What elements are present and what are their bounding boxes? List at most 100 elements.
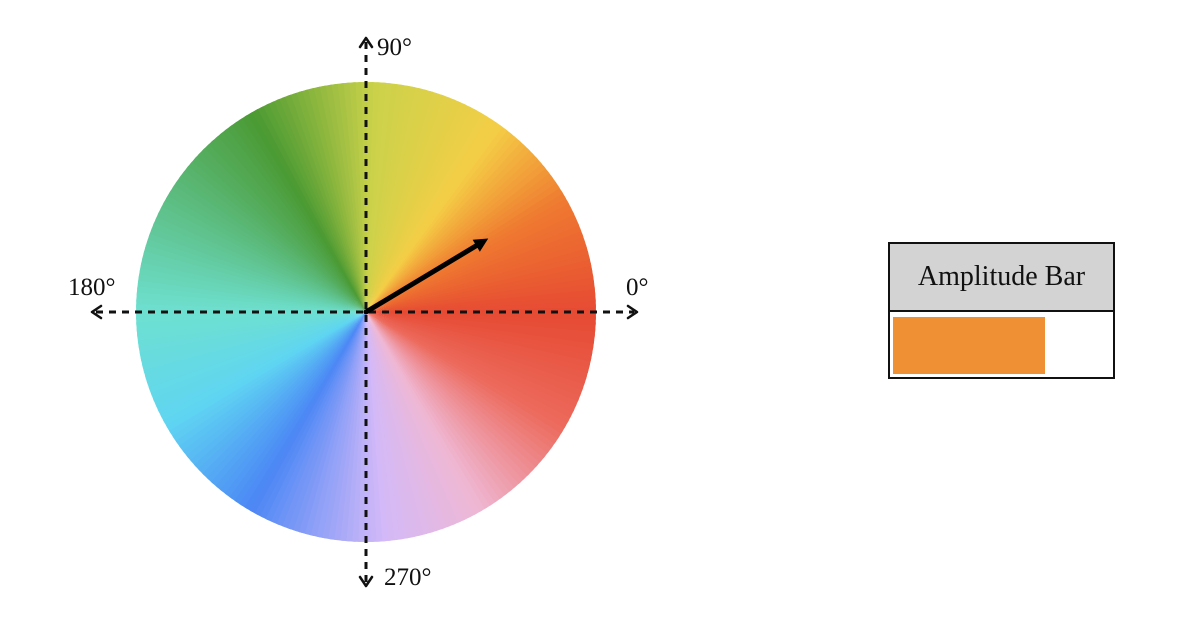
wheel-sector <box>137 262 366 312</box>
wheel-sector <box>366 312 527 486</box>
wheel-sector <box>243 312 366 514</box>
wheel-sector <box>366 84 422 313</box>
wheel-sector <box>366 83 416 312</box>
angle-label-90: 90° <box>377 34 412 61</box>
wheel-sector <box>366 87 434 313</box>
wheel-sector <box>366 86 428 312</box>
wheel-sector <box>366 312 532 482</box>
wheel-sector <box>184 160 366 312</box>
wheel-sector <box>334 312 366 542</box>
wheel-sector <box>316 312 366 541</box>
wheel-sector <box>292 312 366 535</box>
wheel-sector <box>214 312 366 494</box>
wheel-sector <box>253 312 366 520</box>
wheel-sector <box>366 312 562 445</box>
wheel-sector <box>223 312 366 501</box>
wheel-sector <box>366 312 548 464</box>
wheel-sector <box>136 292 366 312</box>
wheel-sector <box>140 250 366 312</box>
wheel-sector <box>366 82 410 312</box>
wheel-sector <box>366 130 518 312</box>
wheel-sector <box>328 312 366 542</box>
wheel-sector <box>214 130 366 312</box>
wheel-sector <box>146 227 366 312</box>
wheel-sector <box>366 312 594 368</box>
wheel-sector <box>366 97 462 312</box>
wheel-sector <box>366 134 523 312</box>
wheel-sector <box>366 138 527 312</box>
wheel-sector <box>366 146 536 312</box>
wheel-sector <box>366 155 544 312</box>
wheel-sector <box>366 312 596 344</box>
wheel-sector <box>155 205 366 312</box>
wheel-sector <box>151 216 366 312</box>
wheel-sector <box>366 312 574 425</box>
wheel-sector <box>180 312 366 460</box>
wheel-sector <box>196 146 366 312</box>
wheel-sector <box>366 312 559 450</box>
wheel-sector <box>264 312 366 525</box>
amplitude-bar-fill <box>893 317 1045 374</box>
wheel-sector <box>366 312 596 332</box>
wheel-sector <box>366 90 445 312</box>
wheel-sector <box>281 312 366 532</box>
wheel-sector <box>366 160 548 312</box>
wheel-sector <box>366 312 555 455</box>
wheel-sector <box>366 107 484 312</box>
wheel-sector <box>366 110 489 312</box>
up-arrowhead-icon <box>358 36 374 49</box>
wheel-sector <box>366 312 581 408</box>
wheel-sector <box>188 155 366 312</box>
wheel-sector <box>136 280 366 312</box>
wheel-sector <box>322 312 366 542</box>
wheel-sector <box>366 312 523 490</box>
wheel-sector <box>259 312 366 523</box>
wheel-sector <box>366 312 536 478</box>
wheel-sector <box>228 312 366 505</box>
wheel-sector <box>366 104 479 312</box>
angle-label-180: 180° <box>68 274 116 301</box>
wheel-sector <box>177 169 366 312</box>
wheel-sector <box>366 312 568 435</box>
wheel-sector <box>366 312 544 469</box>
down-arrowhead-icon <box>358 575 374 588</box>
wheel-sector <box>366 82 404 312</box>
amplitude-bar-panel: Amplitude Bar <box>888 242 1115 379</box>
wheel-sector <box>366 312 552 460</box>
wheel-sector <box>366 82 398 312</box>
wheel-sector <box>136 286 366 312</box>
amplitude-bar-track <box>893 317 1110 374</box>
wheel-sector <box>161 194 366 312</box>
wheel-sector <box>184 312 366 464</box>
wheel-sector <box>366 89 440 312</box>
wheel-sector <box>366 312 584 403</box>
wheel-sector <box>366 99 468 313</box>
wheel-sector <box>218 126 366 313</box>
wheel-sector <box>366 312 588 391</box>
wheel-sector <box>196 312 366 478</box>
wheel-sector <box>205 138 366 312</box>
wheel-sector <box>200 142 366 312</box>
wheel-sector <box>366 312 579 414</box>
wheel-sector <box>310 312 366 540</box>
wheel-sector <box>366 312 514 498</box>
wheel-sector <box>188 312 366 469</box>
wheel-sector <box>143 238 366 312</box>
wheel-sector <box>180 164 366 312</box>
wheel-sector <box>209 312 366 490</box>
wheel-sector <box>366 312 596 350</box>
wheel-sector <box>366 312 596 338</box>
wheel-sector <box>148 221 366 312</box>
wheel-sector <box>153 210 366 312</box>
wheel-sector <box>366 116 499 312</box>
wheel-sector <box>366 119 504 312</box>
wheel-sector <box>192 312 366 473</box>
wheel-sector <box>366 312 589 386</box>
wheel-sector <box>366 82 392 312</box>
wheel-sector <box>238 312 366 511</box>
angle-label-270: 270° <box>384 564 432 591</box>
amplitude-bar-title: Amplitude Bar <box>890 244 1113 312</box>
wheel-sector <box>366 312 596 356</box>
wheel-sector <box>340 312 366 542</box>
